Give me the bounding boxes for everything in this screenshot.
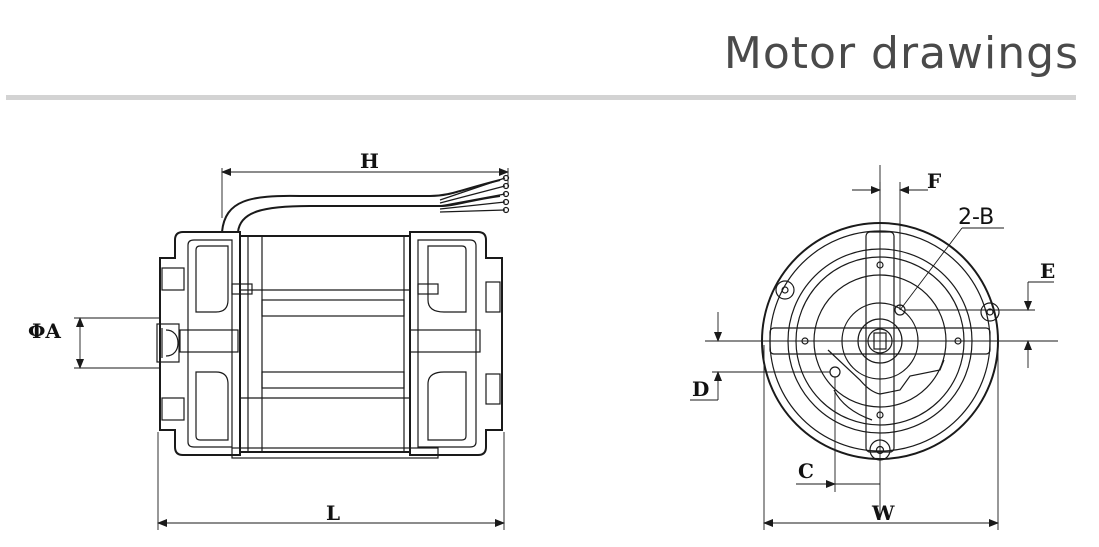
side-view-drawing [74,168,510,530]
page-title: Motor drawings [723,28,1079,79]
dim-w-label: W [871,501,895,525]
dim-d-label: D [692,377,709,401]
dim-2b-label: 2-B [958,205,994,230]
dim-e-label: E [1040,259,1055,283]
dim-c-label: C [798,459,814,483]
dim-a-label: ΦA [28,319,61,343]
front-view-drawing [690,165,1058,530]
header-divider [6,95,1076,100]
dim-f-label: F [927,169,941,193]
dim-h-label: H [360,149,379,173]
dim-l-label: L [326,501,340,525]
